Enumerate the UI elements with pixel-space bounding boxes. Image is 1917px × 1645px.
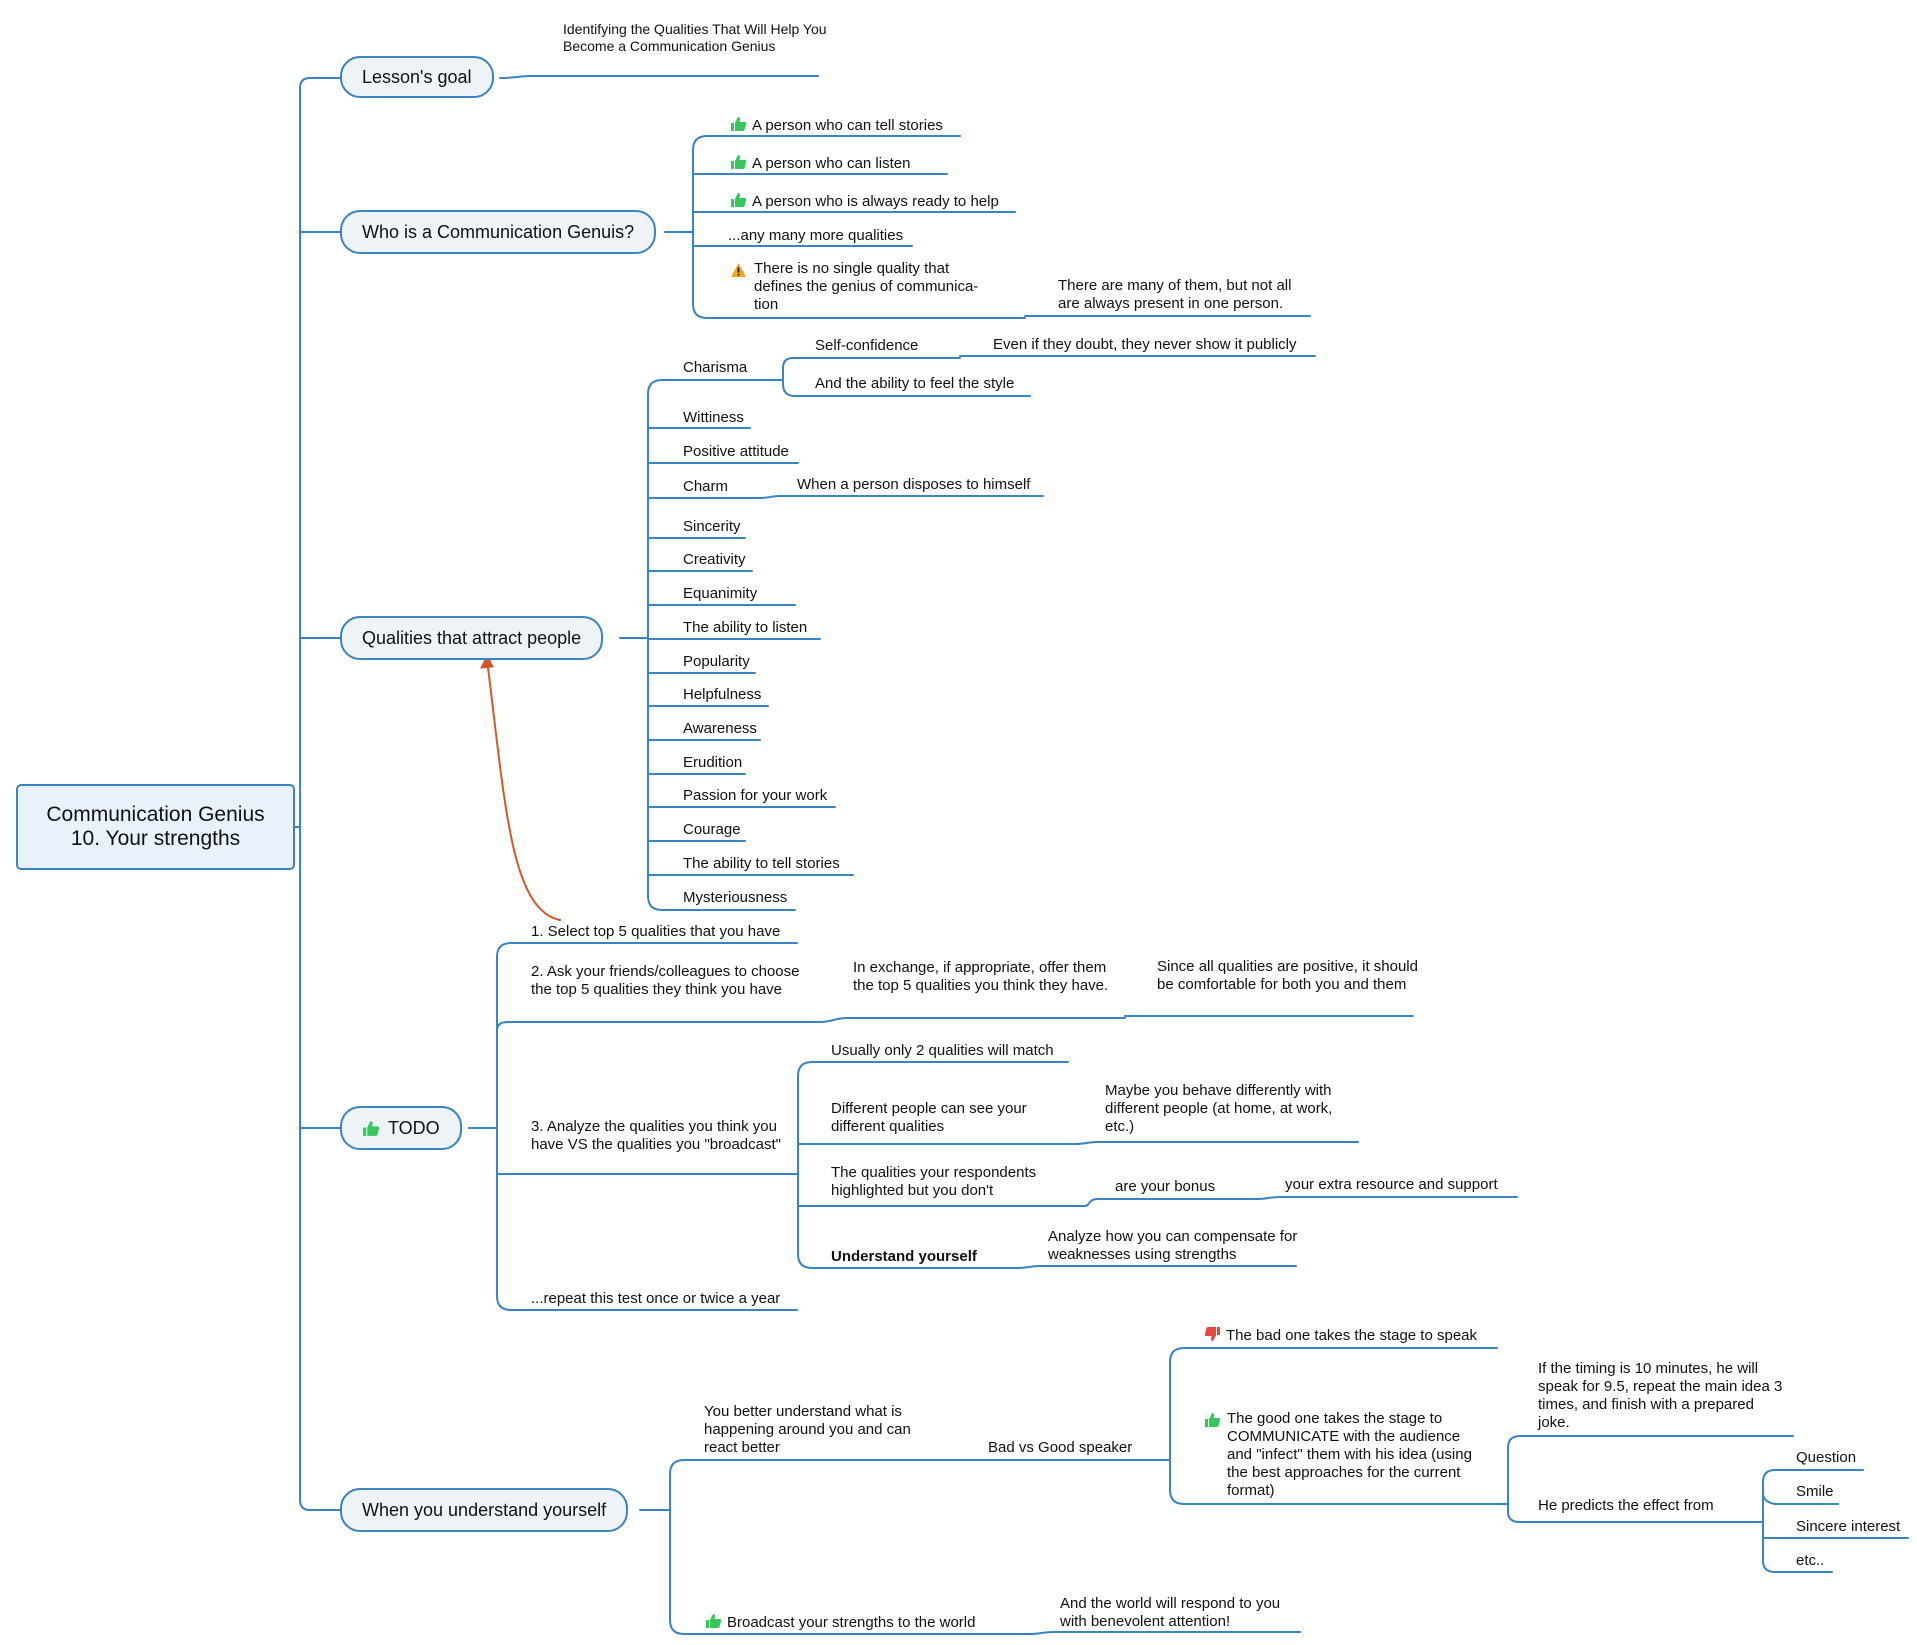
effect-item[interactable]: etc.. [1796,1552,1825,1569]
quality-item[interactable]: Mysteriousness [683,889,788,906]
branch-who-is-genius[interactable]: Who is a Communication Genuis? [340,210,657,254]
thumbs-up-icon [731,117,747,131]
branch-lessons-goal[interactable]: Lesson's goal [340,56,494,98]
item-label: The bad one takes the stage to speak [1226,1327,1478,1344]
quality-item[interactable]: Popularity [683,653,750,670]
item-label: The good one takes the stage to COMMUNIC… [1227,1410,1472,1499]
branch-label: Who is a Communication Genuis? [362,221,635,242]
self-confidence-note[interactable]: Even if they doubt, they never show it p… [993,336,1297,353]
branch-label: Lesson's goal [362,66,472,87]
root-node[interactable]: Communication Genius 10. Your strengths [16,784,295,870]
quality-self-confidence[interactable]: Self-confidence [815,337,919,354]
todo-step-2[interactable]: 2. Ask your friends/colleagues to choose… [531,963,800,998]
bad-vs-good-speaker[interactable]: Bad vs Good speaker [988,1439,1133,1456]
quality-item[interactable]: The ability to listen [683,619,808,636]
effect-item[interactable]: Smile [1796,1483,1834,1500]
item-label: A person who can tell stories [752,117,943,134]
step-3-different[interactable]: Different people can see your different … [831,1100,1027,1135]
thumbs-up-icon [731,155,747,169]
effect-item[interactable]: Question [1796,1449,1857,1466]
bonus-note[interactable]: your extra resource and support [1285,1176,1498,1193]
different-note[interactable]: Maybe you behave differently with differ… [1105,1082,1333,1135]
root-subtitle: 10. Your strengths [70,827,241,850]
step-3-match[interactable]: Usually only 2 qualities will match [831,1042,1054,1059]
quality-item[interactable]: Passion for your work [683,787,828,804]
todo-step-3[interactable]: 3. Analyze the qualities you think you h… [531,1118,781,1153]
who-note[interactable]: There are many of them, but not all are … [1058,277,1292,312]
timing-note[interactable]: If the timing is 10 minutes, he will spe… [1538,1360,1783,1431]
item-label: A person who is always ready to help [752,193,999,210]
todo-repeat[interactable]: ...repeat this test once or twice a year [531,1290,781,1307]
thumbs-up-icon [731,193,747,207]
world-respond[interactable]: And the world will respond to you with b… [1060,1595,1281,1630]
todo-step-1[interactable]: 1. Select top 5 qualities that you have [531,923,781,940]
branch-label: When you understand yourself [362,1499,607,1520]
thumbs-up-icon [1205,1413,1221,1427]
quality-item[interactable]: Erudition [683,754,743,771]
who-item-listen[interactable]: A person who can listen [730,154,910,173]
quality-feel-style[interactable]: And the ability to feel the style [815,375,1015,392]
quality-item[interactable]: The ability to tell stories [683,855,840,872]
item-label: A person who can listen [752,155,911,172]
step-2-note[interactable]: In exchange, if appropriate, offer them … [853,959,1109,994]
thumbs-up-icon [363,1120,380,1136]
thumbs-down-icon [1204,1327,1220,1341]
who-item-stories[interactable]: A person who can tell stories [730,116,943,135]
item-label: Broadcast your strengths to the world [727,1614,976,1631]
step-3-understand[interactable]: Understand yourself [831,1248,977,1265]
step-3-respondents[interactable]: The qualities your respondents highlight… [831,1164,1037,1199]
react-better[interactable]: You better understand what is happening … [704,1403,911,1456]
quality-item[interactable]: Sincerity [683,518,741,535]
bad-speaker[interactable]: The bad one takes the stage to speak [1204,1326,1477,1345]
quality-charm[interactable]: Charm [683,478,729,495]
quality-charisma[interactable]: Charisma [683,359,748,376]
quality-item[interactable]: Creativity [683,551,746,568]
branch-label: Qualities that attract people [362,627,582,648]
root-title: Communication Genius [46,803,265,826]
goal-text[interactable]: Identifying the Qualities That Will Help… [563,21,827,54]
understand-note[interactable]: Analyze how you can compensate for weakn… [1048,1228,1298,1263]
quality-item[interactable]: Courage [683,821,741,838]
broadcast-strengths[interactable]: Broadcast your strengths to the world [705,1613,975,1632]
branch-qualities[interactable]: Qualities that attract people [340,616,604,660]
quality-item[interactable]: Positive attitude [683,443,789,460]
branch-todo[interactable]: TODO [340,1106,462,1150]
step-2-note-2[interactable]: Since all qualities are positive, it sho… [1157,958,1418,993]
branch-label: TODO [388,1117,440,1138]
quality-item[interactable]: Awareness [683,720,757,737]
quality-item[interactable]: Equanimity [683,585,758,602]
thumbs-up-icon [706,1614,722,1628]
quality-item[interactable]: Helpfulness [683,686,762,703]
predicts-effect[interactable]: He predicts the effect from [1538,1497,1714,1514]
who-item-help[interactable]: A person who is always ready to help [730,192,999,211]
warning-icon [731,263,746,277]
bonus[interactable]: are your bonus [1115,1178,1216,1195]
who-item-more[interactable]: ...any many more qualities [728,227,904,244]
item-label: There is no single quality that defines … [754,260,979,313]
charm-note[interactable]: When a person disposes to himself [797,476,1031,493]
effect-item[interactable]: Sincere interest [1796,1518,1901,1535]
branch-understand-yourself[interactable]: When you understand yourself [340,1488,629,1532]
quality-item[interactable]: Wittiness [683,409,744,426]
